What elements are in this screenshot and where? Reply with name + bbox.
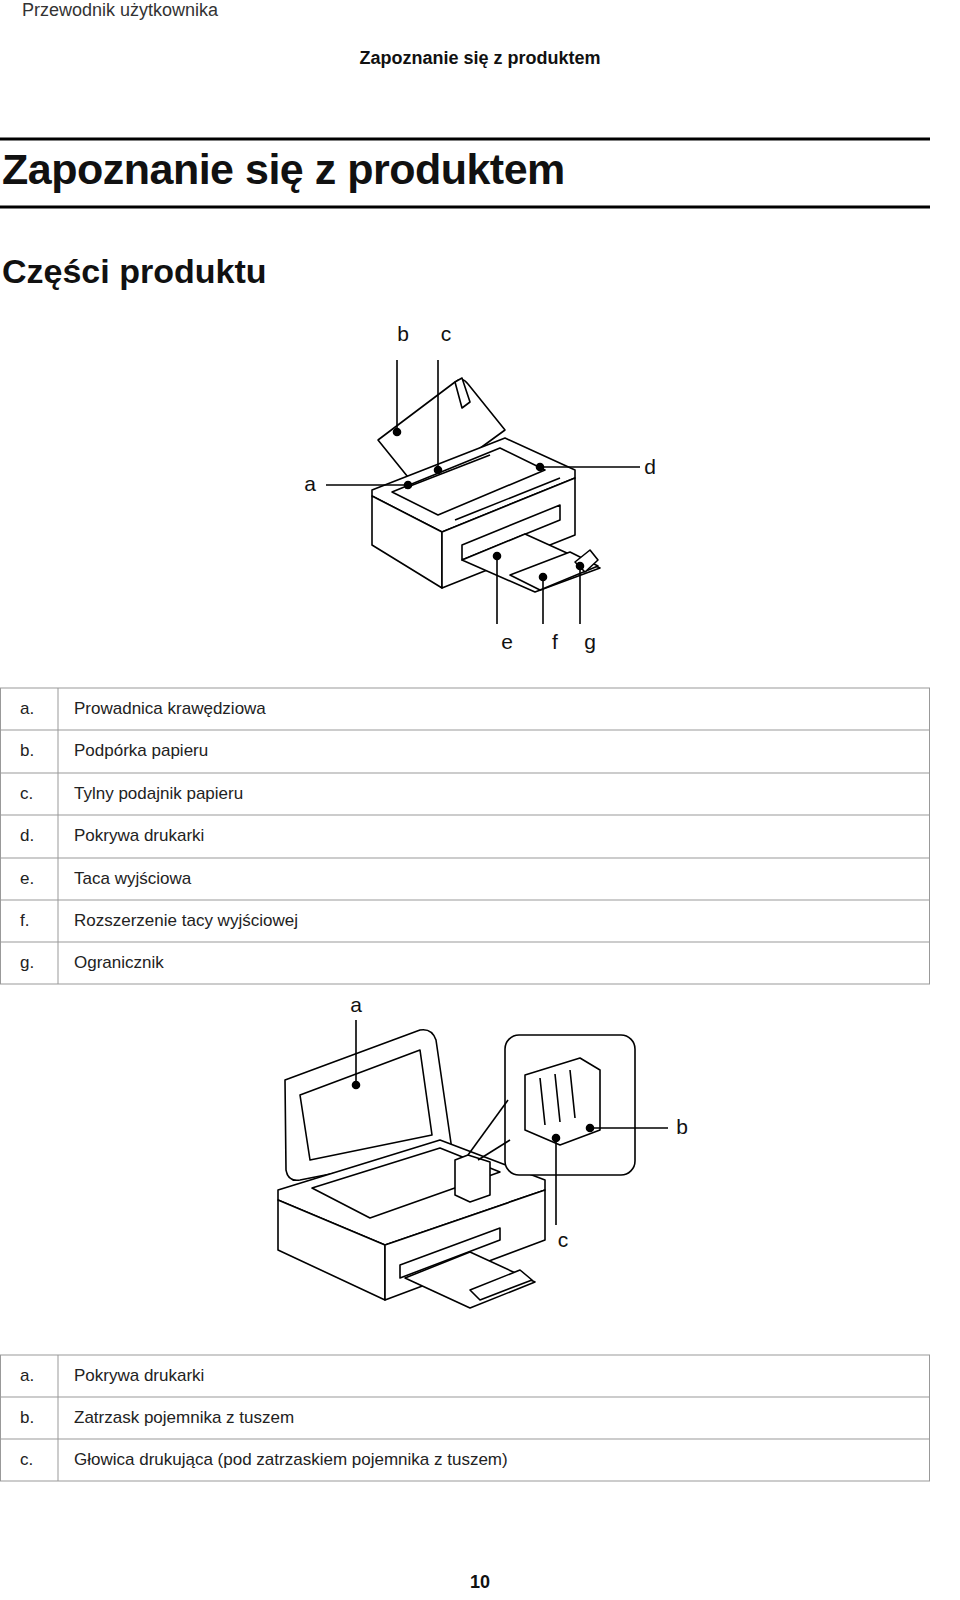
- table-cell: c.: [20, 784, 33, 804]
- callout-letter: c: [558, 1228, 569, 1252]
- table-cell: Pokrywa drukarki: [74, 826, 204, 846]
- table-cell: g.: [20, 953, 34, 973]
- running-header: Przewodnik użytkownika: [22, 0, 218, 21]
- table-cell: Zatrzask pojemnika z tuszem: [74, 1408, 294, 1428]
- section-header: Zapoznanie się z produktem: [359, 48, 600, 69]
- callout-letter: e: [501, 630, 513, 654]
- table-grid: [0, 1355, 930, 1481]
- table-cell: f.: [20, 911, 29, 931]
- table-cell: Tylny podajnik papieru: [74, 784, 243, 804]
- table-cell: Prowadnica krawędziowa: [74, 699, 266, 719]
- callout-letter: g: [584, 630, 596, 654]
- table-cell: Głowica drukująca (pod zatrzaskiem pojem…: [74, 1450, 508, 1470]
- page-title: Zapoznanie się z produktem: [2, 145, 565, 194]
- table-cell: Pokrywa drukarki: [74, 1366, 204, 1386]
- table-cell: e.: [20, 869, 34, 889]
- section-heading: Części produktu: [2, 252, 266, 291]
- table-cell: b.: [20, 741, 34, 761]
- table-cell: b.: [20, 1408, 34, 1428]
- callout-letter: b: [676, 1115, 688, 1139]
- table-grid: [0, 688, 930, 984]
- table-cell: a.: [20, 1366, 34, 1386]
- table-cell: Podpórka papieru: [74, 741, 208, 761]
- callout-letter: a: [350, 993, 362, 1017]
- callout-letter: f: [552, 630, 558, 654]
- printer-illustration: [372, 378, 600, 592]
- table-cell: d.: [20, 826, 34, 846]
- table-cell: c.: [20, 1450, 33, 1470]
- callout-letter: a: [304, 472, 316, 496]
- printer-open-illustration: [278, 1030, 635, 1308]
- callout-letter: c: [441, 322, 452, 346]
- table-cell: a.: [20, 699, 34, 719]
- callout-letter: d: [644, 455, 656, 479]
- leader-lines: [353, 1020, 669, 1225]
- rule: [0, 206, 930, 209]
- table-cell: Ogranicznik: [74, 953, 164, 973]
- table-cell: Rozszerzenie tacy wyjściowej: [74, 911, 298, 931]
- callout-letter: b: [397, 322, 409, 346]
- page-number: 10: [470, 1572, 490, 1593]
- leader-lines: [326, 360, 640, 624]
- table-cell: Taca wyjściowa: [74, 869, 191, 889]
- rule: [0, 138, 930, 141]
